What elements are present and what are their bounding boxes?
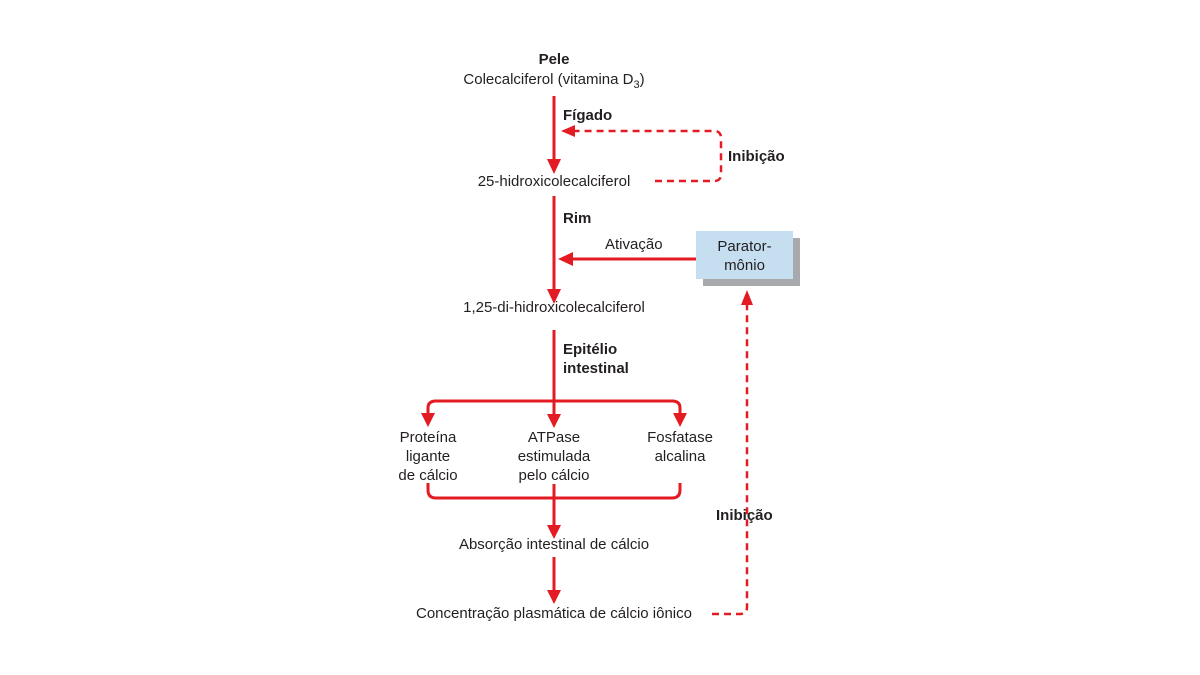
arrowhead-activation: [558, 252, 573, 266]
label-pele: Pele: [538, 51, 570, 68]
atpase-line2: estimulada: [517, 448, 591, 465]
epithelium-line1: Epitélio: [563, 341, 618, 358]
parathormone-line1: Parator-: [717, 238, 772, 255]
d3-subscript: 3: [633, 79, 640, 91]
label-alkaline-phosphatase: Fosfatase alcalina: [622, 428, 738, 466]
arrowhead-atpase: [547, 414, 561, 428]
parathormone-label: Parator- mônio: [696, 237, 793, 275]
label-intestinal-absorption: Absorção intestinal de cálcio: [458, 536, 650, 553]
protein-line2: ligante: [405, 448, 451, 465]
inhibition-loop-right: [712, 305, 749, 616]
label-125-dihydroxycholecalciferol: 1,25-di-hidroxicolecalciferol: [463, 299, 645, 316]
protein-line3: de cálcio: [398, 467, 458, 484]
epithelium-line2: intestinal: [563, 360, 629, 377]
label-intestinal-epithelium: Epitélio intestinal: [563, 340, 629, 378]
arrowhead-25hydroxy: [547, 159, 561, 174]
label-25-hydroxycholecalciferol: 25-hidroxicolecalciferol: [477, 173, 631, 190]
label-colecalciferol: Colecalciferol (vitamina D3): [434, 70, 674, 95]
label-inhibition-right: Inibição: [716, 507, 773, 524]
label-activation: Ativação: [605, 236, 663, 253]
parathormone-box: Parator- mônio: [696, 231, 793, 279]
atpase-line1: ATPase: [527, 429, 581, 446]
atpase-line3: pelo cálcio: [518, 467, 590, 484]
label-calcium-binding-protein: Proteína ligante de cálcio: [370, 428, 486, 485]
arrowhead-125: [547, 289, 561, 304]
parathormone-line2: mônio: [724, 257, 765, 274]
arrowhead-inhibition-right: [741, 290, 753, 305]
branch-bracket-top: [426, 399, 682, 414]
arrowhead-inhibition-top: [561, 125, 575, 137]
arrowhead-absorption: [547, 525, 561, 539]
arrowhead-fosfatase: [673, 413, 687, 427]
arrowhead-concentration: [547, 590, 561, 604]
label-figado: Fígado: [563, 107, 613, 124]
phosphatase-line2: alcalina: [654, 448, 706, 465]
label-plasma-ionized-calcium: Concentração plasmática de cálcio iônico: [416, 605, 692, 622]
protein-line1: Proteína: [399, 429, 457, 446]
colecalciferol-close: ): [639, 71, 645, 88]
inhibition-loop-top: [575, 129, 723, 183]
arrowhead-proteina: [421, 413, 435, 427]
phosphatase-line1: Fosfatase: [647, 429, 713, 446]
label-rim: Rim: [563, 210, 592, 227]
colecalciferol-text: Colecalciferol (vitamina D: [463, 71, 634, 88]
label-atpase: ATPase estimulada pelo cálcio: [494, 428, 614, 485]
label-inhibition-top: Inibição: [728, 148, 785, 165]
